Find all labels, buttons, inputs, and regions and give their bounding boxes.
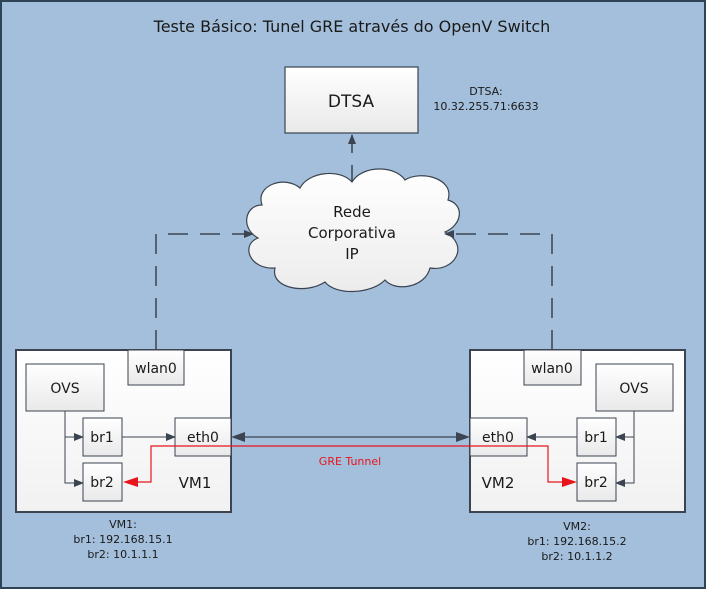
vm2-name: VM2 (482, 474, 515, 492)
dtsa-info-title: DTSA: (469, 85, 502, 98)
dtsa-node: DTSA (284, 66, 419, 134)
cloud-label-line2: Corporativa (308, 224, 396, 242)
gre-tunnel-arrow-vm1 (123, 477, 138, 487)
vm2-wlan0: wlan0 (531, 361, 573, 377)
vm2-eth0: eth0 (482, 430, 514, 446)
vm1-wlan0: wlan0 (135, 361, 177, 377)
vm1-container: wlan0 OVS br1 br2 eth0 VM1 (15, 349, 232, 513)
vm2-info-br2: br2: 10.1.1.2 (541, 550, 612, 563)
vm2-br1: br1 (584, 430, 608, 446)
vm1-eth0: eth0 (187, 430, 219, 446)
vm2-br2: br2 (584, 475, 608, 491)
vm2-info-br1: br1: 192.168.15.2 (527, 535, 626, 548)
dtsa-info-address: 10.32.255.71:6633 (433, 100, 538, 113)
vm2-info-title: VM2: (563, 520, 591, 533)
vm1-info-br1: br1: 192.168.15.1 (73, 533, 172, 546)
corporate-network-cloud: Rede Corporativa IP (246, 168, 460, 293)
cloud-label-line3: IP (345, 245, 358, 263)
diagram-title: Teste Básico: Tunel GRE através do OpenV… (153, 17, 551, 36)
vm1-info-title: VM1: (109, 518, 137, 531)
vm1-br2: br2 (90, 475, 114, 491)
vm1-br1: br1 (90, 430, 114, 446)
cloud-label-line1: Rede (333, 203, 371, 221)
vm2-to-cloud-link (444, 230, 553, 350)
vm1-name: VM1 (179, 474, 212, 492)
gre-tunnel-arrow-vm2 (562, 477, 577, 487)
vm1-info-br2: br2: 10.1.1.1 (87, 548, 158, 561)
gre-tunnel-line (138, 445, 563, 483)
vm2-container: wlan0 OVS br1 br2 eth0 VM2 (469, 349, 686, 513)
gre-tunnel-label: GRE Tunnel (319, 455, 381, 468)
vm2-ovs: OVS (619, 381, 648, 397)
vm1-ovs: OVS (50, 381, 79, 397)
vm1-to-cloud-link (155, 230, 254, 350)
dtsa-label: DTSA (328, 92, 375, 112)
